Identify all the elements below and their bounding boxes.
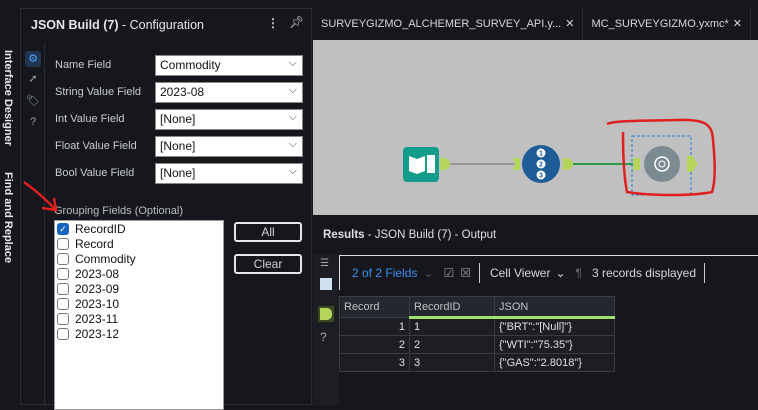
checkbox[interactable] (57, 297, 69, 310)
clear-button[interactable]: Clear (234, 254, 302, 274)
tag-icon[interactable]: 🏷︎ (26, 95, 40, 107)
more-options-icon[interactable]: ⋮ (267, 16, 279, 30)
table-cell[interactable]: 3 (339, 353, 410, 372)
input-tool-icon (403, 147, 439, 182)
field-select[interactable]: [None]⌵ (155, 136, 303, 157)
input-anchor (513, 158, 520, 170)
list-icon[interactable]: ☰ (320, 258, 329, 269)
step-number: 2 (539, 162, 543, 169)
side-tab-interface-designer[interactable]: Interface Designer (2, 50, 14, 146)
results-sidebar: ☰ ? (313, 254, 339, 405)
table-cell[interactable]: {"BRT":"[Null]"} (494, 317, 615, 336)
table-cell[interactable]: {"WTI":"75.35"} (494, 335, 615, 354)
chevron-down-icon: ⌵ (288, 84, 297, 96)
field-label: Bool Value Field (55, 167, 135, 179)
grouping-fields-label: Grouping Fields (Optional) (54, 205, 184, 217)
panel-title: JSON Build (7) - Configuration (31, 18, 204, 32)
fields-selector[interactable]: 2 of 2 Fields (352, 266, 418, 280)
chevron-down-icon: ⌵ (288, 138, 297, 150)
checkbox[interactable] (57, 327, 69, 340)
output-anchor (440, 158, 450, 170)
check-all-icon[interactable]: ☑ (443, 266, 455, 280)
chevron-down-icon: ⌵ (288, 165, 297, 177)
grouping-field-item[interactable]: ✓RecordID (55, 221, 223, 236)
close-icon[interactable]: ✕ (732, 18, 742, 30)
configuration-panel: JSON Build (7) - Configuration ⋮ 📌︎ ⚙ ➚ … (20, 8, 312, 410)
field-label: String Value Field (55, 86, 142, 98)
output-anchor (563, 158, 573, 170)
chevron-down-icon: ⌵ (288, 111, 297, 123)
output-anchor-icon[interactable] (318, 306, 334, 322)
help-icon[interactable]: ? (320, 330, 327, 344)
chevron-down-icon: ⌵ (288, 57, 297, 69)
tab-bar: SURVEYGIZMO_ALCHEMER_SURVEY_API.y...✕ MC… (313, 8, 758, 40)
column-header[interactable]: JSON (494, 296, 615, 319)
chevron-down-icon[interactable]: ⌄ (423, 266, 434, 280)
checkbox[interactable] (57, 282, 69, 295)
panel-icon-bar: ⚙ ➚ 🏷︎ ? (21, 43, 45, 406)
checkbox[interactable] (57, 237, 69, 250)
table-cell[interactable]: 1 (339, 317, 410, 336)
input-anchor (633, 158, 640, 170)
select-all-button[interactable]: All (234, 222, 302, 242)
results-title: Results - JSON Build (7) - Output (323, 229, 497, 241)
cell-viewer-dropdown[interactable]: Cell Viewer (489, 266, 551, 280)
field-select[interactable]: [None]⌵ (155, 109, 303, 130)
grouping-field-item[interactable]: Commodity (55, 251, 223, 266)
table-cell[interactable]: 1 (409, 317, 495, 336)
grouping-field-item[interactable]: 2023-08 (55, 266, 223, 281)
field-select[interactable]: [None]⌵ (155, 163, 303, 184)
close-icon[interactable]: ✕ (565, 18, 575, 30)
field-label: Int Value Field (55, 113, 125, 125)
checkbox[interactable] (57, 267, 69, 280)
help-icon[interactable]: ? (29, 116, 37, 128)
tab-more[interactable]: M (751, 8, 758, 40)
grouping-field-item[interactable]: 2023-10 (55, 296, 223, 311)
input-anchor-icon[interactable] (320, 278, 332, 290)
field-label: Name Field (55, 59, 112, 71)
annotation-arrow (23, 180, 58, 212)
grouping-field-item[interactable]: 2023-09 (55, 281, 223, 296)
grouping-field-item[interactable]: 2023-11 (55, 311, 223, 326)
workflow-canvas[interactable]: 1 2 3 (313, 40, 758, 215)
pilcrow-icon[interactable]: ¶ (575, 266, 582, 280)
column-header[interactable]: Record (339, 296, 410, 318)
column-header[interactable]: RecordID (409, 296, 495, 319)
tab-surveygizmo-alchemer[interactable]: SURVEYGIZMO_ALCHEMER_SURVEY_API.y...✕ (313, 8, 584, 40)
results-panel: Results - JSON Build (7) - Output ☰ ? 2 … (313, 222, 758, 405)
table-cell[interactable]: 2 (409, 335, 495, 354)
gear-icon[interactable]: ⚙ (25, 51, 41, 67)
table-cell[interactable]: {"GAS":"2.8018"} (494, 353, 615, 372)
checkbox[interactable]: ✓ (57, 222, 69, 235)
checkbox[interactable] (57, 252, 69, 265)
table-cell[interactable]: 3 (409, 353, 495, 372)
field-select[interactable]: 2023-08⌵ (155, 82, 303, 103)
field-label: Float Value Field (55, 140, 137, 152)
table-cell[interactable]: 2 (339, 335, 410, 354)
side-tab-find-and-replace[interactable]: Find and Replace (2, 172, 14, 264)
checkbox[interactable] (57, 312, 69, 325)
workflow-diagram: 1 2 3 (403, 118, 716, 197)
output-anchor (687, 156, 698, 172)
records-count: 3 records displayed (591, 266, 697, 280)
grouping-field-item[interactable]: 2023-12 (55, 326, 223, 341)
arrow-circle-icon[interactable]: ➚ (28, 73, 38, 85)
step-number: 1 (539, 151, 543, 158)
field-select[interactable]: Commodity⌵ (155, 55, 303, 76)
json-build-tool-icon (644, 146, 680, 182)
grouping-field-item[interactable]: Record (55, 236, 223, 251)
results-toolbar: 2 of 2 Fields ⌄ ☑ ☒ Cell Viewer ⌄ ¶ 3 re… (339, 255, 758, 290)
step-number: 3 (539, 173, 543, 180)
tab-mc-surveygizmo[interactable]: MC_SURVEYGIZMO.yxmc*✕ (583, 8, 751, 40)
chevron-down-icon[interactable]: ⌄ (555, 266, 566, 280)
uncheck-all-icon[interactable]: ☒ (460, 266, 471, 280)
pin-icon[interactable]: 📌︎ (289, 15, 305, 29)
annotation-circle (606, 118, 716, 197)
